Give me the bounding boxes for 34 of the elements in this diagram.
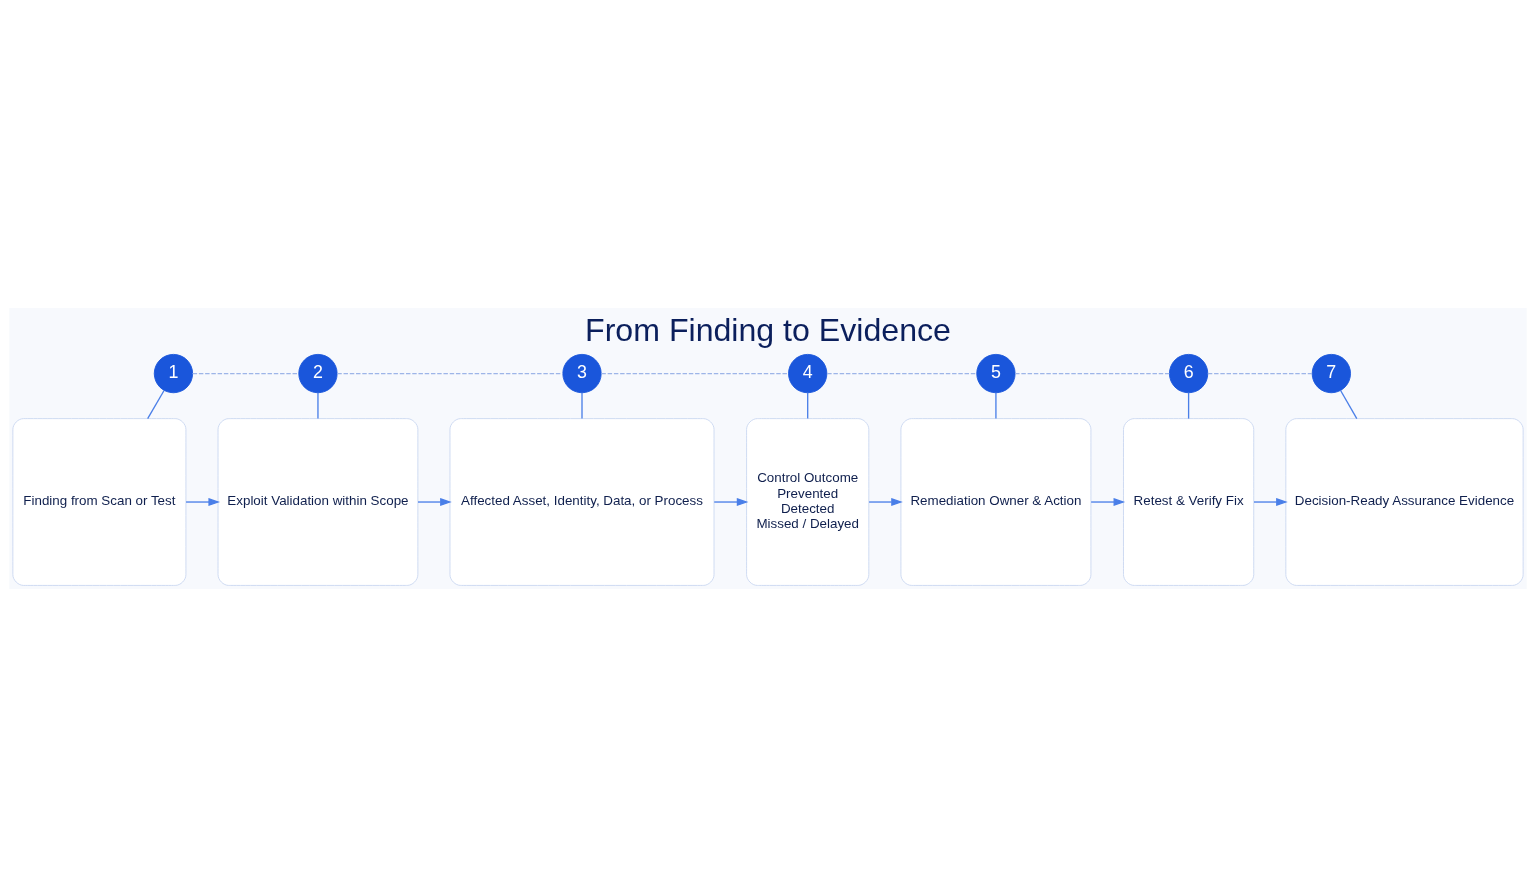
connector xyxy=(147,389,165,419)
connector xyxy=(317,391,319,419)
connector xyxy=(1187,391,1190,419)
node-circle: 1 xyxy=(153,353,194,393)
connector xyxy=(1207,372,1313,374)
arrow xyxy=(868,497,903,506)
arrow xyxy=(1253,497,1288,506)
node-box: Control Outcome Prevented Detected Missed / Delayed xyxy=(746,417,870,586)
node-box: Exploit Validation within Scope xyxy=(217,417,419,586)
node-box: Affected Asset, Identity, Data, or Process xyxy=(449,417,715,586)
node-box: Remediation Owner & Action xyxy=(900,417,1092,586)
diagram-title: From Finding to Evidence xyxy=(585,311,951,348)
node-circle: 7 xyxy=(1311,353,1351,393)
node-circle: 2 xyxy=(298,353,338,393)
node-circle: 4 xyxy=(788,353,828,393)
connector xyxy=(600,372,790,374)
node-circle: 6 xyxy=(1169,353,1209,393)
arrow xyxy=(1090,497,1126,506)
connector xyxy=(1014,372,1170,374)
arrow xyxy=(417,497,452,506)
arrow xyxy=(185,497,221,506)
connector xyxy=(1339,389,1358,419)
connector xyxy=(336,372,564,374)
node-box: Retest & Verify Fix xyxy=(1123,417,1255,586)
node-box: Finding from Scan or Test xyxy=(12,417,187,586)
node-circle: 5 xyxy=(976,353,1016,393)
connector xyxy=(995,391,997,419)
node-box: Decision-Ready Assurance Evidence xyxy=(1285,417,1524,586)
connector xyxy=(581,391,583,419)
node-circle: 3 xyxy=(562,353,602,393)
connector xyxy=(191,372,300,374)
arrow xyxy=(713,497,749,506)
connector xyxy=(807,391,809,419)
connector xyxy=(826,372,978,374)
